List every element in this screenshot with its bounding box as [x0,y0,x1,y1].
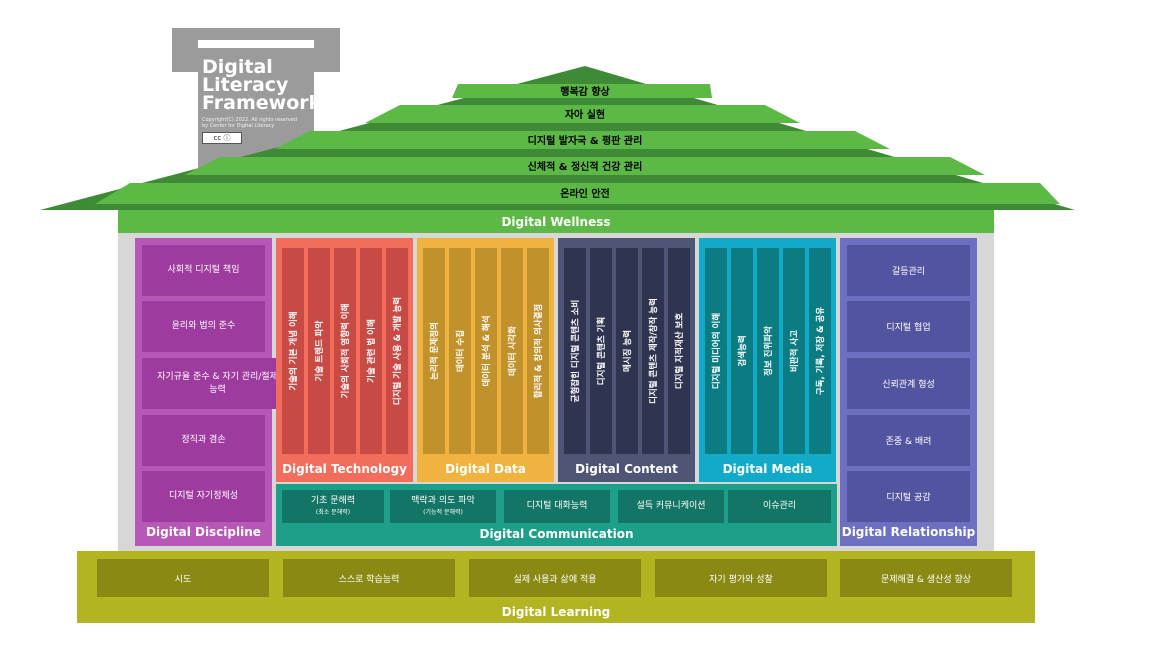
technology-item: 디지털 기술 사용 & 개발 능력 [386,248,408,454]
communication-item: 기초 문해력 (최소 문해력) [282,490,384,523]
relationship-title: Digital Relationship [841,525,976,539]
communication-item-sub: (기능적 문해력) [423,508,463,516]
media-title: Digital Media [722,462,813,476]
discipline-item: 사회적 디지털 책임 [142,245,265,296]
roof-tier-4 [185,157,985,175]
communication-item-label: 이슈관리 [762,501,797,511]
logo-title-line: Literacy [202,74,289,96]
technology-item: 기술의 사회적 영향력 이해 [334,248,356,454]
learning-item: 실제 사용과 삶에 적용 [469,559,641,597]
logo-title-line: Framework [202,92,322,114]
relationship-item: 신뢰관계 형성 [847,358,970,409]
communication-item: 맥락과 의도 파악 (기능적 문해력) [390,490,496,523]
media-item: 디지털 미디어의 이해 [705,248,727,454]
roof-tier-3 [275,131,890,149]
learning-item: 자기 평가와 성찰 [655,559,827,597]
data-item: 데이터 수집 [449,248,471,454]
relationship-item: 존중 & 배려 [847,415,970,466]
roof-label: 신체적 & 정신적 건강 관리 [528,160,643,173]
copyright-line: Copyright(C) 2022. All rights reserved [202,117,298,123]
media-item: 검색능력 [731,248,753,454]
discipline-item: 정직과 겸손 [142,415,265,466]
data-item: 합리적 & 창의적 의사결정 [527,248,549,454]
roof-tier-2 [365,105,800,123]
relationship-column: 갈등관리 디지털 협업 신뢰관계 형성 존중 & 배려 디지털 공감 Digit… [840,238,977,546]
roof-label: 자아 실현 [565,108,605,121]
learning-title: Digital Learning [501,605,611,619]
communication-item: 이슈관리 [728,490,831,523]
data-item: 논리적 문제정의 [423,248,445,454]
data-item: 데이터 분석 & 해석 [475,248,497,454]
chimney-cap [172,28,340,72]
content-column: 균형잡힌 디지털 콘텐츠 소비 디지털 콘텐츠 기획 메시징 능력 디지털 콘텐… [558,238,695,482]
roof-label: 행복감 향상 [560,85,610,98]
media-item: 정보 진위파악 [757,248,779,454]
technology-item: 기술의 기본 개념 이해 [282,248,304,454]
communication-item: 설득 커뮤니케이션 [618,490,724,523]
discipline-item: 자기규율 준수 & 자기 관리/절제 능력 [142,358,293,409]
communication-item-sub: (최소 문해력) [315,508,351,516]
content-title: Digital Content [575,462,678,476]
data-item: 데이터 시각화 [501,248,523,454]
learning-item: 시도 [97,559,269,597]
communication-item-label: 맥락과 의도 파악 [411,495,475,506]
content-item: 균형잡힌 디지털 콘텐츠 소비 [564,248,586,454]
copyright-line: by Center for Digital Literacy [202,123,275,129]
roof-tier-1 [452,84,712,98]
copyright-text: Copyright(C) 2022. All rights reserved b… [202,117,320,129]
data-title: Digital Data [445,462,526,476]
learning-item: 스스로 학습능력 [283,559,455,597]
roof-label: 디지털 발자국 & 평판 관리 [528,134,643,147]
communication-row: 기초 문해력 (최소 문해력) 맥락과 의도 파악 (기능적 문해력) 디지털 … [276,484,837,546]
media-column: 디지털 미디어의 이해 검색능력 정보 진위파악 비판적 사고 구독, 기록, … [699,238,836,482]
communication-item-label: 디지털 대화능력 [526,501,588,511]
content-item: 디지털 콘텐츠 제작/창작 능력 [642,248,664,454]
logo-title: Digital Literacy Framework [202,56,322,114]
learning-item: 문제해결 & 생산성 향상 [840,559,1012,597]
discipline-column: 사회적 디지털 책임 윤리와 법의 준수 자기규율 준수 & 자기 관리/절제 … [135,238,293,546]
technology-item: 기술 관련 법 이해 [360,248,382,454]
roof-tier-5 [95,183,1060,204]
relationship-item: 디지털 공감 [847,471,970,522]
content-item: 메시징 능력 [616,248,638,454]
technology-title: Digital Technology [282,462,407,476]
communication-item-label: 설득 커뮤니케이션 [636,501,706,511]
roof-label: 온라인 안전 [560,187,609,200]
technology-column: 기술의 기본 개념 이해 기술 트렌드 파악 기술의 사회적 영향력 이해 기술… [276,238,413,482]
communication-item: 디지털 대화능력 [504,490,610,523]
content-item: 디지털 지적재산 보호 [668,248,690,454]
wellness-title: Digital Wellness [118,210,994,233]
communication-title: Digital Communication [479,527,634,541]
discipline-item: 윤리와 법의 준수 [142,301,265,352]
relationship-item: 디지털 협업 [847,301,970,352]
discipline-title: Digital Discipline [146,525,261,539]
communication-item-label: 기초 문해력 [310,495,356,506]
cc-license-icon: cc ⓘ [202,132,242,144]
discipline-item: 디지털 자기정체성 [142,471,265,522]
media-item: 구독, 기록, 저장 & 공유 [809,248,831,454]
learning-foundation: 시도 스스로 학습능력 실제 사용과 삶에 적용 자기 평가와 성찰 문제해결 … [77,551,1035,623]
technology-item: 기술 트렌드 파악 [308,248,330,454]
data-column: 논리적 문제정의 데이터 수집 데이터 분석 & 해석 데이터 시각화 합리적 … [417,238,554,482]
relationship-item: 갈등관리 [847,245,970,296]
content-item: 디지털 콘텐츠 기획 [590,248,612,454]
media-item: 비판적 사고 [783,248,805,454]
logo-title-line: Digital [202,56,273,78]
chimney-slot [198,40,314,48]
